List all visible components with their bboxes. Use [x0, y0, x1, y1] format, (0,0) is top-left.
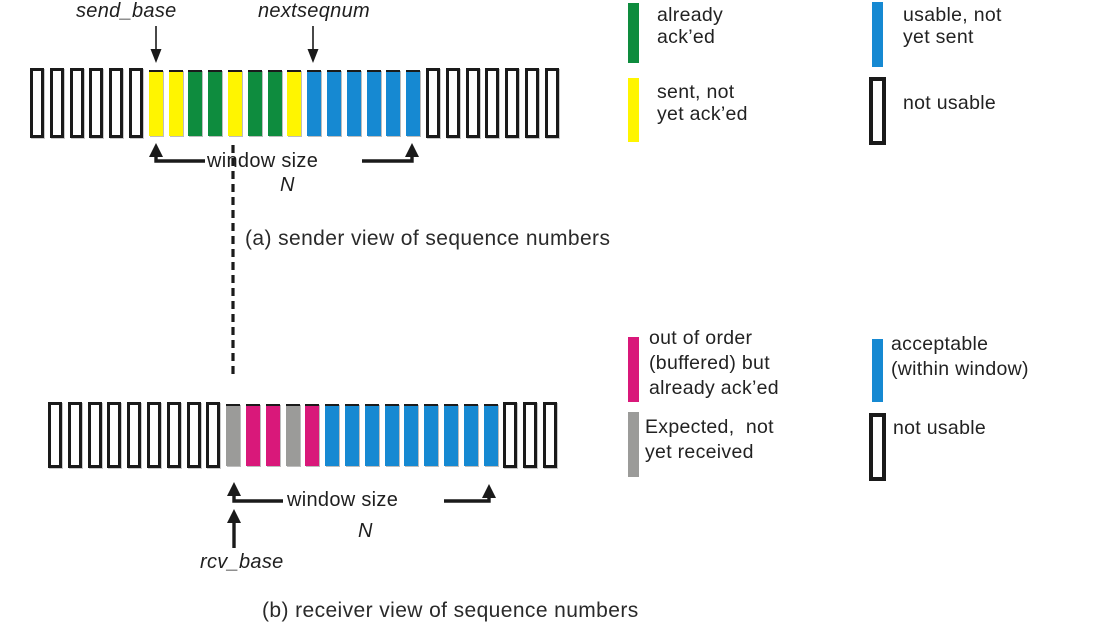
legend-label-not-usable-receiver: not usable [893, 417, 986, 439]
legend-label-already-acked: already ack’ed [657, 4, 724, 48]
seq-bar-expected [226, 404, 241, 466]
seq-bar-not-usable [89, 68, 104, 138]
seq-bar-usable [327, 70, 341, 136]
seq-bar-acceptable [345, 404, 359, 466]
seq-bar-not-usable [69, 68, 84, 138]
seq-bar-not-usable [67, 402, 82, 468]
seq-bar-not-usable [465, 68, 480, 138]
seq-bar-not-usable [49, 68, 64, 138]
send-base-arrow [150, 26, 162, 63]
seq-bar-not-usable [505, 68, 520, 138]
legend-swatch-not-usable-receiver [869, 413, 886, 481]
seq-bar-sent-not-acked [228, 70, 242, 136]
seq-bar-usable [346, 70, 361, 136]
nextseqnum-label: nextseqnum [258, 0, 370, 22]
seq-bar-not-usable [445, 68, 460, 138]
seq-bar-already-acked [247, 70, 262, 136]
legend-swatch-acceptable [872, 339, 883, 402]
seq-bar-acceptable [384, 404, 399, 466]
seq-bar-sent-not-acked [168, 70, 183, 136]
receiver-bars [48, 402, 578, 468]
receiver-window-size-label: window size [287, 489, 399, 511]
legend-swatch-buffered [628, 337, 639, 402]
seq-bar-not-usable [30, 68, 44, 138]
legend-label-sent-not-acked: sent, not yet ack’ed [657, 81, 748, 125]
seq-bar-not-usable [544, 68, 559, 138]
seq-bar-acceptable [444, 404, 458, 466]
rcv-base-label: rcv_base [200, 551, 284, 573]
receiver-caption: (b) receiver view of sequence numbers [262, 599, 639, 622]
legend-swatch-already-acked [628, 3, 639, 63]
seq-bar-already-acked [188, 70, 203, 136]
seq-bar-already-acked [267, 70, 282, 136]
seq-bar-usable [386, 70, 401, 136]
seq-bar-not-usable [503, 402, 518, 468]
seq-bar-expected [285, 404, 300, 466]
seq-bar-acceptable [364, 404, 379, 466]
seq-bar-not-usable [129, 68, 143, 138]
legend-label-not-usable-sender: not usable [903, 92, 996, 114]
legend-swatch-usable [872, 2, 883, 67]
legend-swatch-expected [628, 412, 639, 477]
seq-bar-not-usable [206, 402, 221, 468]
seq-bar-usable [366, 70, 381, 136]
seq-bar-acceptable [325, 404, 340, 466]
seq-bar-not-usable [523, 402, 538, 468]
seq-bar-buffered [246, 404, 260, 466]
seq-bar-sent-not-acked [148, 70, 163, 136]
seq-bar-buffered [305, 404, 320, 466]
legend-label-buffered: out of order (buffered) but already ack’… [649, 327, 779, 399]
seq-bar-not-usable [147, 402, 161, 468]
seq-bar-not-usable [166, 402, 181, 468]
seq-bar-not-usable [48, 402, 62, 468]
sender-window-size-label: window size [207, 150, 319, 172]
seq-bar-already-acked [208, 70, 223, 136]
legend-label-usable: usable, not yet sent [903, 4, 1002, 48]
seq-bar-usable [307, 70, 322, 136]
seq-bar-not-usable [543, 402, 557, 468]
legend-swatch-not-usable-sender [869, 77, 886, 145]
seq-bar-sent-not-acked [287, 70, 302, 136]
legend-swatch-sent-not-acked [628, 78, 639, 142]
legend-label-acceptable: acceptable (within window) [891, 333, 1029, 380]
seq-bar-acceptable [483, 404, 498, 466]
seq-bar-acceptable [463, 404, 478, 466]
send-base-label: send_base [76, 0, 177, 22]
seq-bar-not-usable [186, 402, 201, 468]
seq-bar-not-usable [426, 68, 440, 138]
seq-bar-acceptable [404, 404, 419, 466]
seq-bar-not-usable [127, 402, 142, 468]
rcv-base-arrow [227, 509, 241, 548]
receiver-window-n: N [358, 520, 373, 542]
seq-bar-buffered [265, 404, 280, 466]
sender-window-n: N [280, 174, 295, 196]
seq-bar-not-usable [485, 68, 500, 138]
seq-bar-not-usable [107, 402, 122, 468]
sender-caption: (a) sender view of sequence numbers [245, 227, 611, 250]
seq-bar-usable [406, 70, 421, 136]
seq-bar-not-usable [109, 68, 124, 138]
seq-bar-not-usable [525, 68, 539, 138]
seq-bar-acceptable [424, 404, 439, 466]
legend-label-expected: Expected, not yet received [645, 416, 774, 463]
sender-bars [30, 68, 560, 138]
seq-bar-not-usable [87, 402, 102, 468]
nextseqnum-arrow [307, 26, 319, 63]
